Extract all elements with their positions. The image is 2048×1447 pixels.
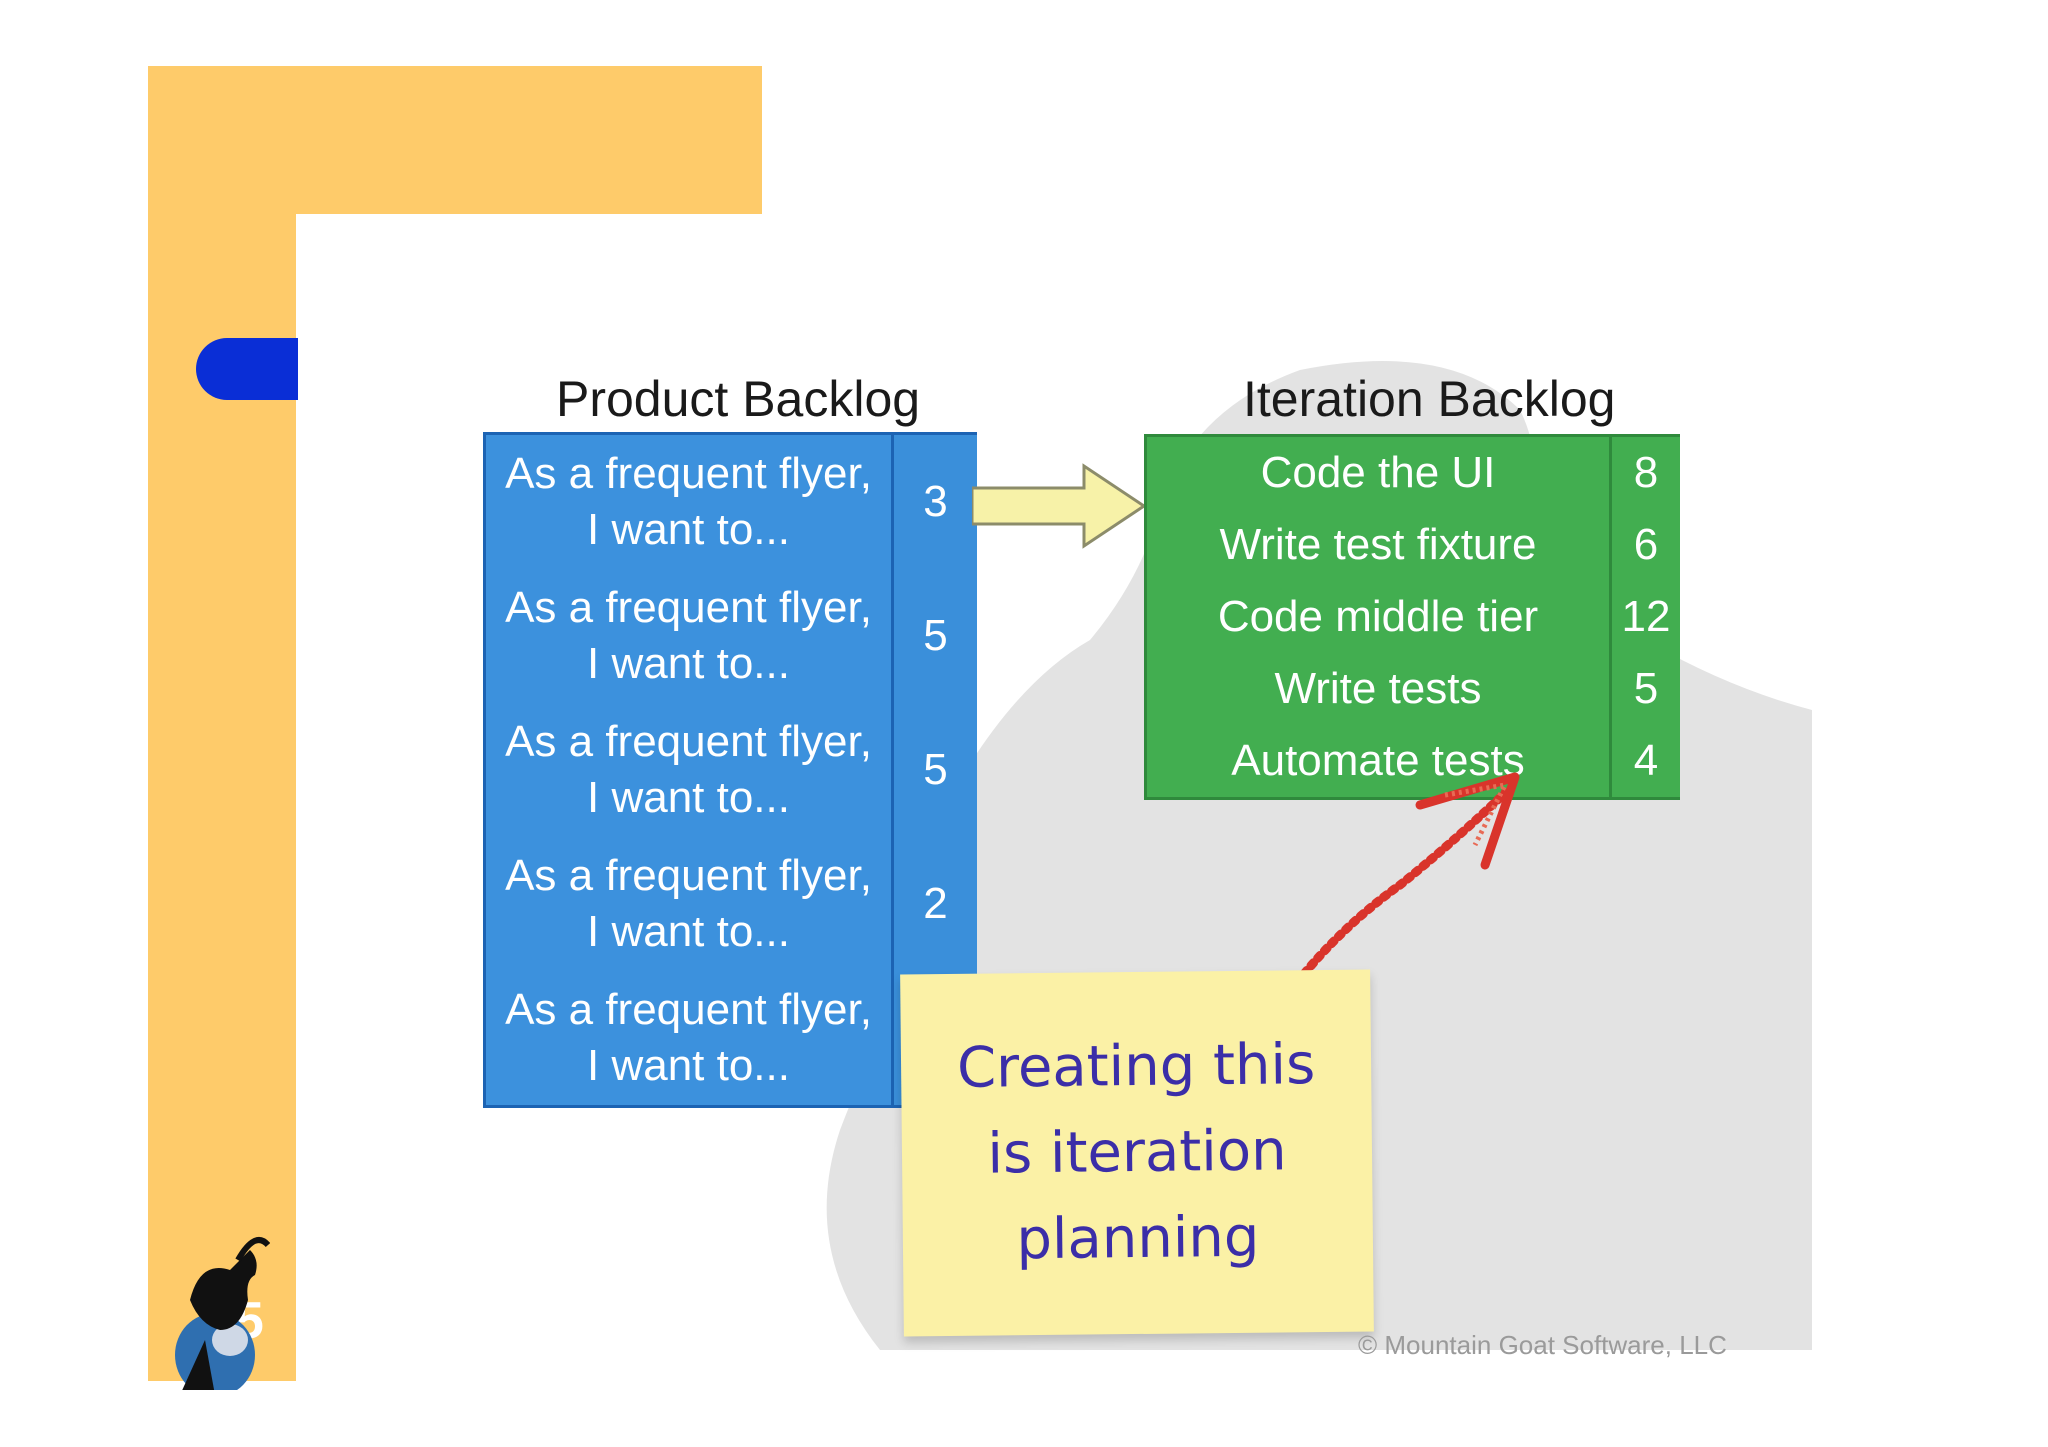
story-line1: As a frequent flyer, [505,717,872,766]
sticky-line1: Creating this [956,1032,1316,1101]
blue-tab-accent [196,338,298,400]
story-line1: As a frequent flyer, [505,583,872,632]
story-text: As a frequent flyer, I want to... [486,837,891,971]
task-name: Write tests [1147,653,1609,725]
product-backlog: As a frequent flyer, I want to... 3 As a… [483,432,977,1108]
story-text: As a frequent flyer, I want to... [486,703,891,837]
sticky-line2: is iteration [987,1118,1287,1187]
task-name: Automate tests [1147,725,1609,797]
iteration-task-row: Code the UI 8 [1147,437,1680,512]
task-hours: 12 [1609,581,1680,653]
sticky-line3: planning [1016,1204,1260,1273]
story-line1: As a frequent flyer, [505,985,872,1034]
iteration-task-row: Automate tests 4 [1147,725,1680,797]
task-name: Code the UI [1147,437,1609,509]
product-backlog-item: As a frequent flyer, I want to... 5 [486,703,977,840]
story-line1: As a frequent flyer, [505,449,872,498]
story-points: 5 [891,703,977,837]
story-text: As a frequent flyer, I want to... [486,971,891,1105]
scribble-arrow-icon [1275,772,1520,1010]
copyright-text: © Mountain Goat Software, LLC [1358,1330,1727,1360]
iteration-task-row: Write tests 5 [1147,653,1680,728]
story-points: 3 [891,435,977,569]
iteration-task-row: Write test fixture 6 [1147,509,1680,584]
transfer-arrow-icon [972,463,1147,549]
product-backlog-item: As a frequent flyer, I want to... 2 [486,837,977,974]
task-hours: 4 [1609,725,1680,797]
gold-left-band [148,66,296,1381]
product-backlog-title: Product Backlog [556,371,921,427]
story-line2: I want to... [587,1041,790,1090]
story-line2: I want to... [587,907,790,956]
story-text: As a frequent flyer, I want to... [486,569,891,703]
sticky-note: Creating this is iteration planning [900,969,1374,1337]
product-backlog-item: As a frequent flyer, I want to... 5 [486,569,977,706]
story-text: As a frequent flyer, I want to... [486,435,891,569]
goat-logo-icon [175,1237,270,1390]
iteration-task-row: Code middle tier 12 [1147,581,1680,656]
story-line2: I want to... [587,639,790,688]
task-hours: 6 [1609,509,1680,581]
story-line2: I want to... [587,505,790,554]
task-name: Write test fixture [1147,509,1609,581]
story-line1: As a frequent flyer, [505,851,872,900]
story-points: 5 [891,569,977,703]
product-backlog-item: As a frequent flyer, I want to... 3 [486,435,977,572]
story-line2: I want to... [587,773,790,822]
task-name: Code middle tier [1147,581,1609,653]
task-hours: 5 [1609,653,1680,725]
iteration-backlog: Code the UI 8 Write test fixture 6 Code … [1144,434,1680,800]
story-points: 2 [891,837,977,971]
task-hours: 8 [1609,437,1680,509]
iteration-backlog-title: Iteration Backlog [1243,371,1616,427]
